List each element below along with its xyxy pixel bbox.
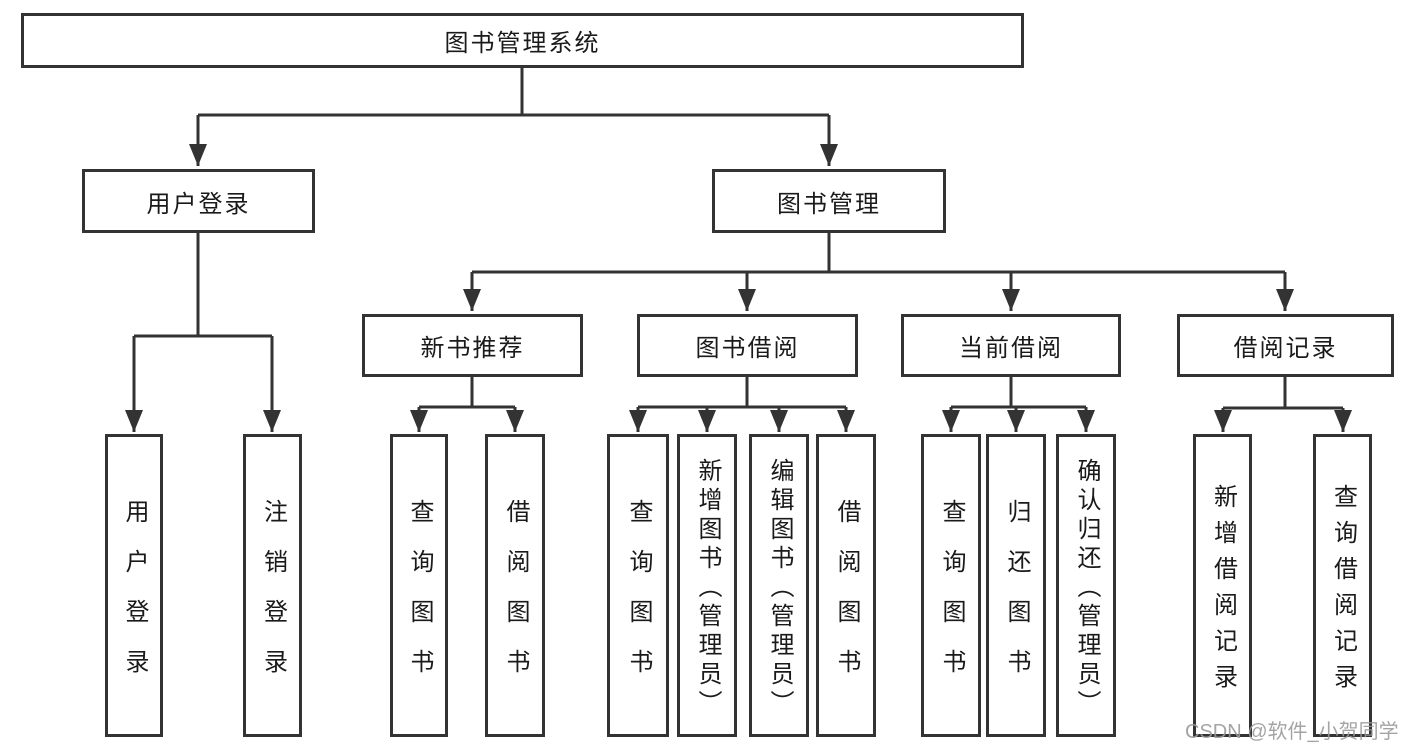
node-current-borrowing: 当前借阅 [901, 314, 1121, 377]
leaf-return-books: 归还图书 [986, 434, 1046, 737]
leaf-borrow-books-recommendation-label: 借阅图书 [502, 498, 529, 699]
node-borrowing-records-label: 借阅记录 [1233, 335, 1338, 362]
leaf-query-books-borrowing: 查询图书 [607, 434, 669, 737]
leaf-query-books-recommendation-label: 查询图书 [406, 498, 433, 699]
leaf-edit-books-admin-label: 编辑图书（管理员） [766, 457, 793, 719]
leaf-borrow-books-borrowing-label: 借阅图书 [833, 498, 860, 699]
leaf-logout: 注销登录 [243, 434, 302, 737]
node-borrowing-records: 借阅记录 [1177, 314, 1394, 377]
leaf-add-books-admin: 新增图书（管理员） [677, 434, 737, 737]
leaf-query-books-recommendation: 查询图书 [390, 434, 448, 737]
node-book-management: 图书管理 [712, 169, 946, 233]
leaf-user-login: 用户登录 [105, 434, 163, 737]
leaf-query-borrowing-record-label: 查询借阅记录 [1329, 483, 1357, 700]
leaf-query-books-current-label: 查询图书 [938, 498, 965, 699]
node-new-book-recommendation-label: 新书推荐 [420, 335, 525, 362]
leaf-add-books-admin-label: 新增图书（管理员） [694, 457, 721, 719]
leaf-edit-books-admin: 编辑图书（管理员） [749, 434, 809, 737]
leaf-user-login-label: 用户登录 [121, 498, 148, 699]
node-book-borrowing-label: 图书借阅 [695, 335, 800, 362]
node-new-book-recommendation: 新书推荐 [362, 314, 583, 377]
leaf-query-books-current: 查询图书 [921, 434, 981, 737]
node-user-login-label: 用户登录 [146, 190, 251, 218]
node-book-management-label: 图书管理 [777, 190, 881, 218]
leaf-query-books-borrowing-label: 查询图书 [625, 498, 652, 699]
node-current-borrowing-label: 当前借阅 [959, 335, 1063, 362]
node-library-system: 图书管理系统 [21, 13, 1024, 68]
node-library-system-label: 图书管理系统 [444, 30, 601, 57]
node-user-login: 用户登录 [82, 169, 315, 233]
leaf-confirm-return-admin-label: 确认归还（管理员） [1073, 457, 1100, 719]
node-book-borrowing: 图书借阅 [637, 314, 858, 377]
leaf-borrow-books-borrowing: 借阅图书 [816, 434, 876, 737]
leaf-return-books-label: 归还图书 [1003, 498, 1030, 699]
leaf-add-borrowing-record: 新增借阅记录 [1193, 434, 1252, 737]
leaf-confirm-return-admin: 确认归还（管理员） [1056, 434, 1116, 737]
leaf-add-borrowing-record-label: 新增借阅记录 [1209, 483, 1237, 700]
leaf-query-borrowing-record: 查询借阅记录 [1313, 434, 1372, 737]
leaf-logout-label: 注销登录 [259, 498, 287, 699]
watermark: CSDN @软件_小贺同学 [1185, 721, 1399, 743]
leaf-borrow-books-recommendation: 借阅图书 [485, 434, 545, 737]
